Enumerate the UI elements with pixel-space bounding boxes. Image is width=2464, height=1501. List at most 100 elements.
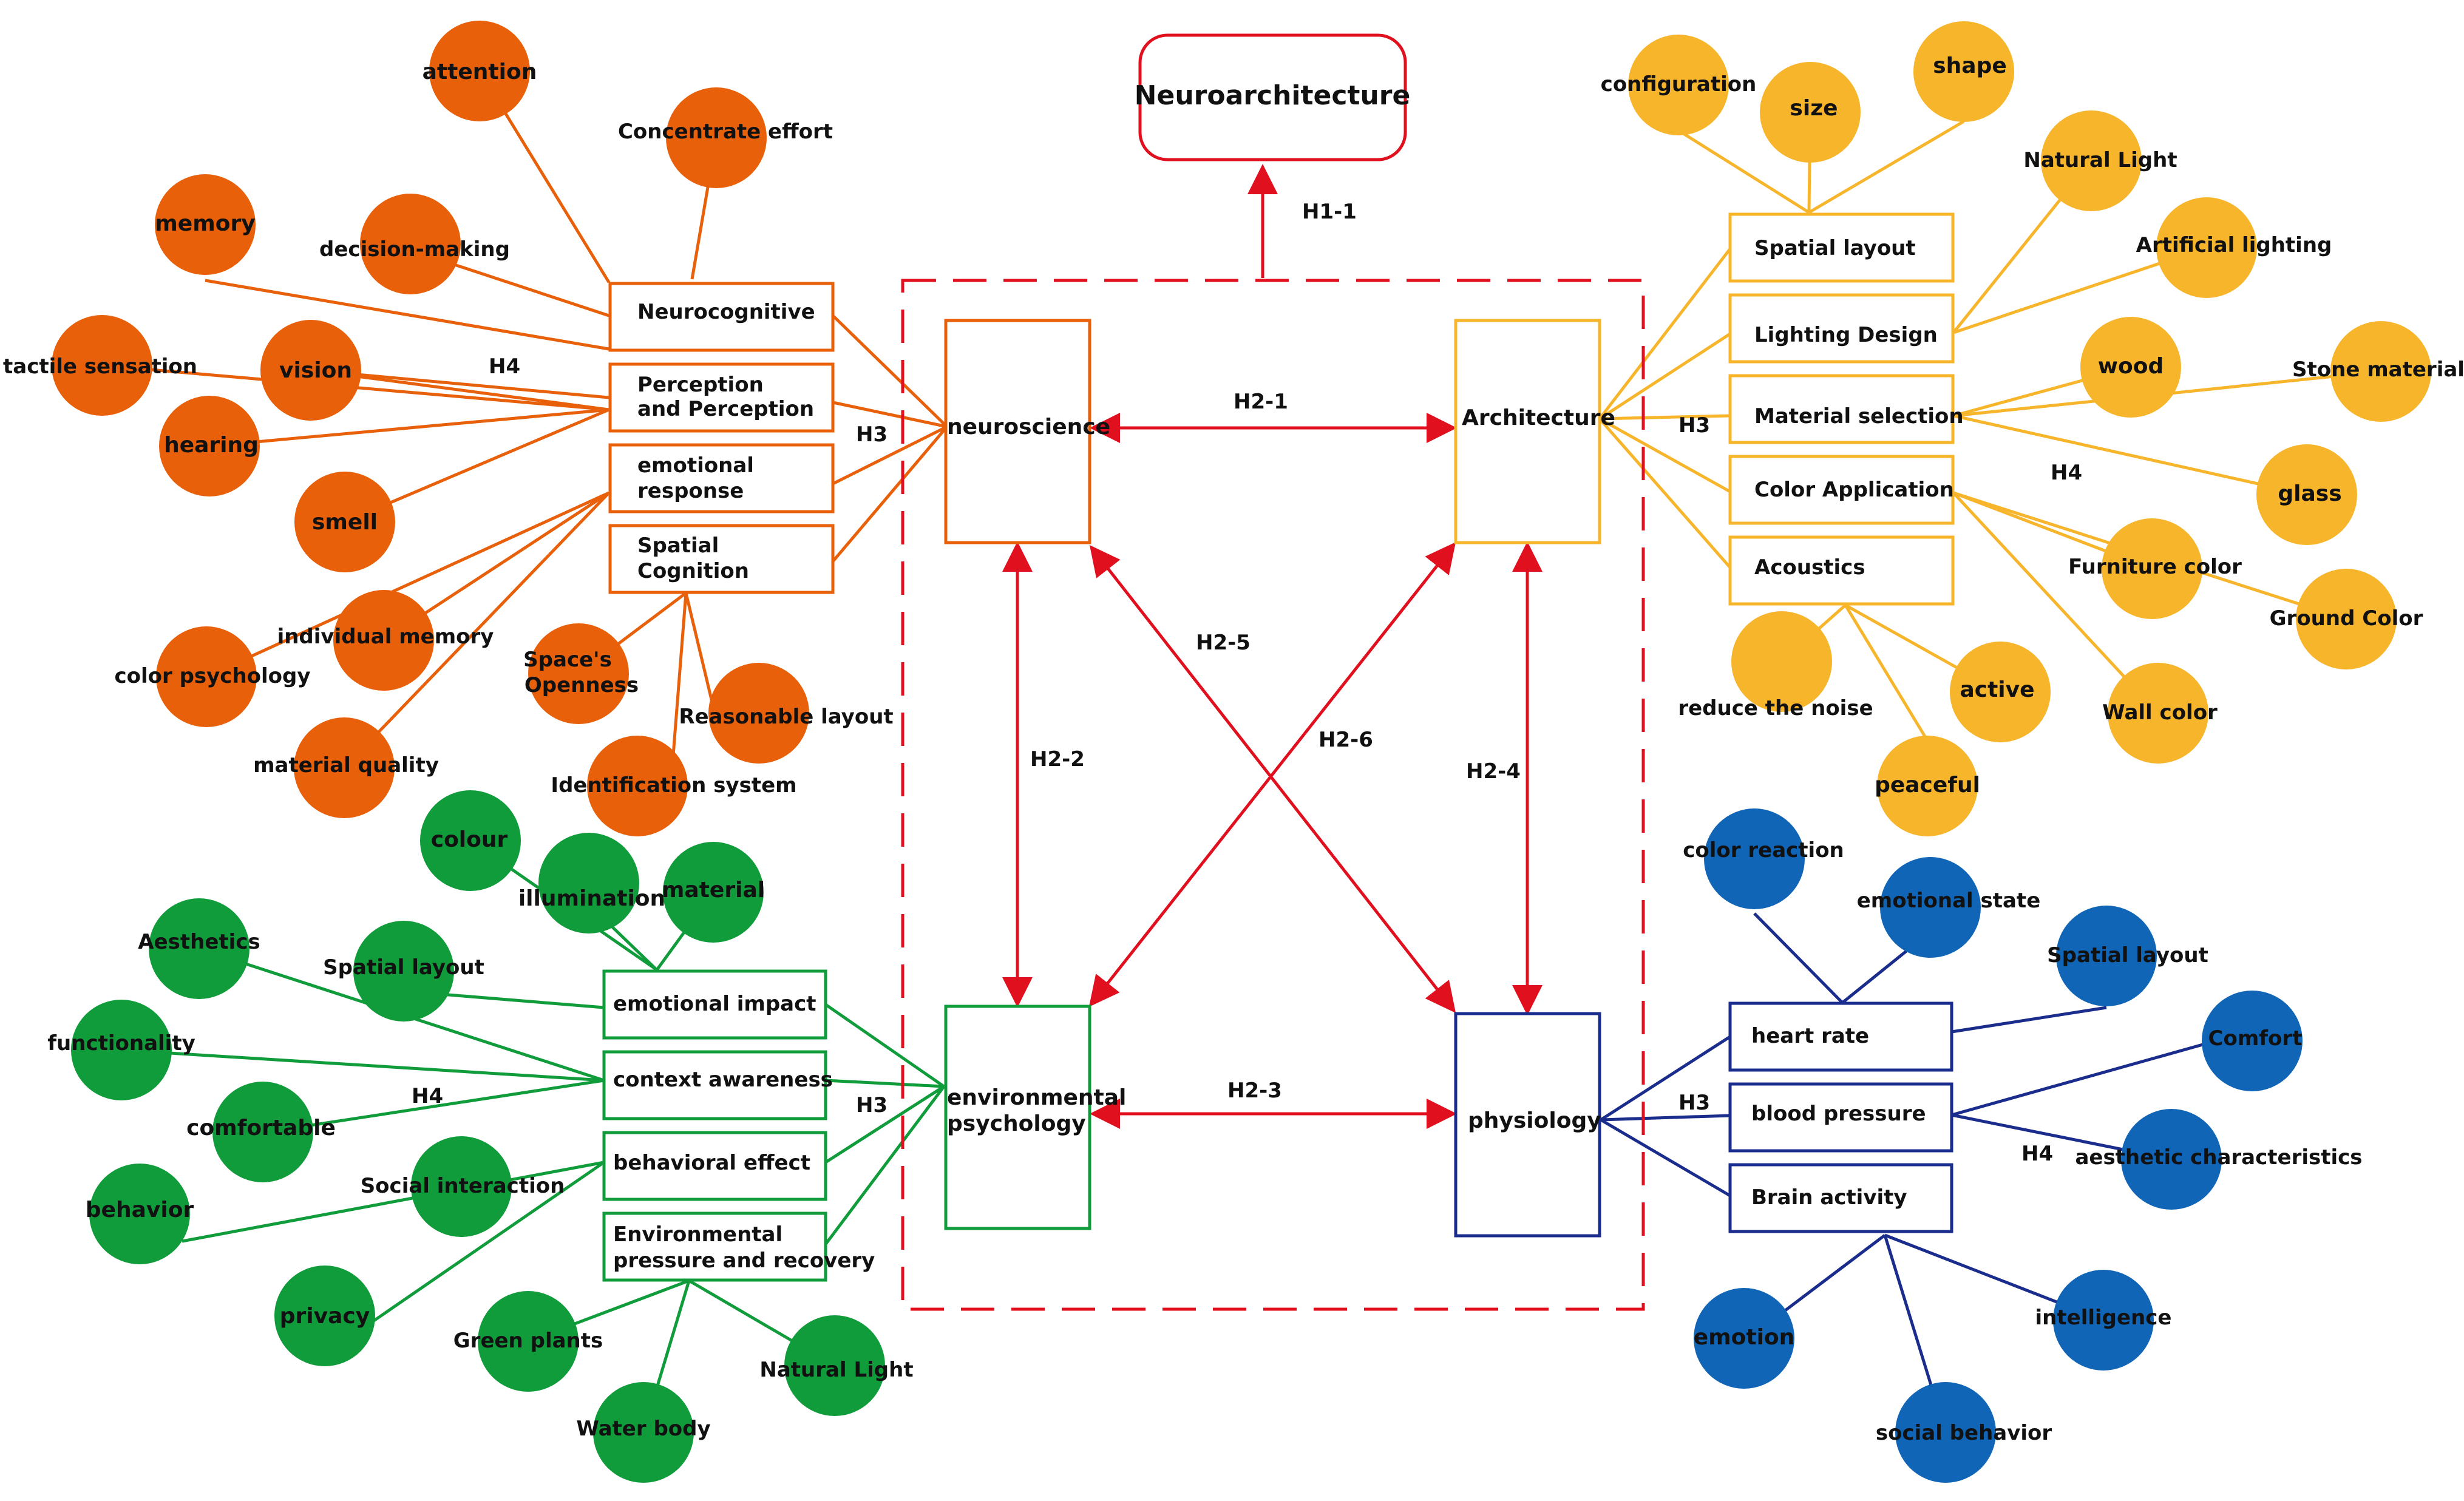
node-concentrate-effort[interactable]: Concentrate effort (618, 87, 833, 188)
label-h2-1: H2-1 (1234, 390, 1288, 414)
node-functionality[interactable]: functionality (47, 1000, 195, 1100)
node-identification-system-label: Identification system (551, 773, 796, 798)
node-behavior[interactable]: behavior (86, 1164, 194, 1264)
node-green-plants-label: Green plants (453, 1329, 603, 1353)
box-behavioral-effect[interactable]: behavioral effect (602, 1131, 827, 1201)
node-wall-color-label: Wall color (2102, 700, 2218, 725)
node-furniture-color[interactable]: Furniture color (2068, 518, 2242, 619)
node-stone-material[interactable]: Stone material (2292, 321, 2464, 422)
node-reasonable-layout[interactable]: Reasonable layout (679, 663, 894, 764)
node-aesthetic-characteristics[interactable]: aesthetic characteristics (2075, 1109, 2363, 1210)
box-blood-pressure[interactable]: blood pressure (1728, 1082, 1953, 1153)
node-water-body-label: Water body (576, 1417, 710, 1441)
node-wall-color[interactable]: Wall color (2102, 663, 2218, 764)
node-behavior-label: behavior (86, 1198, 194, 1222)
node-smell[interactable]: smell (294, 472, 395, 572)
node-color-psychology[interactable]: color psychology (114, 626, 311, 727)
label-h2-2: H2-2 (1030, 747, 1085, 771)
node-memory[interactable]: memory (155, 174, 256, 275)
node-natural-light-arch[interactable]: Natural Light (2023, 110, 2177, 211)
node-active[interactable]: active (1950, 642, 2051, 742)
node-decision-making[interactable]: decision-making (319, 194, 510, 294)
label-h3-env: H3 (856, 1093, 888, 1117)
node-colour-label: colour (431, 827, 508, 852)
title-node[interactable]: Neuroarchitecture (1135, 33, 1411, 161)
box-behavioral-effect-label: behavioral effect (613, 1151, 810, 1175)
node-wood[interactable]: wood (2080, 317, 2181, 418)
node-aesthetic-characteristics-label: aesthetic characteristics (2075, 1145, 2362, 1170)
node-intelligence[interactable]: intelligence (2035, 1270, 2172, 1371)
node-spatial-layout-phys[interactable]: Spatial layout (2047, 906, 2208, 1006)
box-neurocognitive[interactable]: Neurocognitive (608, 282, 835, 352)
physiology-boxes: heart rate blood pressure Brain activity (1728, 1001, 1953, 1233)
core-neuroscience-label: neuroscience (947, 415, 1110, 439)
box-context-awareness[interactable]: context awareness (602, 1050, 833, 1120)
node-color-reaction[interactable]: color reaction (1683, 808, 1844, 909)
node-spatial-layout-env[interactable]: Spatial layout (323, 921, 484, 1022)
box-spatial-cognition-label-1: Spatial (637, 534, 719, 558)
node-social-behavior[interactable]: social behavior (1876, 1382, 2052, 1483)
node-hearing-label: hearing (164, 433, 259, 458)
node-intelligence-label: intelligence (2035, 1306, 2172, 1330)
box-brain-activity-label: Brain activity (1751, 1185, 1907, 1210)
node-vision[interactable]: vision (260, 320, 361, 421)
node-social-interaction[interactable]: Social interaction (361, 1136, 565, 1237)
node-green-plants[interactable]: Green plants (453, 1291, 603, 1392)
physiology-circles: color reaction emotional state Spatial l… (1683, 808, 2363, 1483)
node-material-quality[interactable]: material quality (253, 717, 439, 818)
node-furniture-color-label: Furniture color (2068, 555, 2242, 579)
box-spatial-layout-label: Spatial layout (1754, 236, 1916, 260)
node-shape[interactable]: shape (1913, 21, 2014, 122)
node-hearing[interactable]: hearing (159, 396, 260, 496)
node-colour[interactable]: colour (420, 790, 521, 891)
node-attention[interactable]: attention (423, 21, 537, 121)
label-h4-neuro: H4 (489, 354, 520, 379)
node-comfort-label: Comfort (2208, 1026, 2303, 1051)
node-natural-light-env[interactable]: Natural Light (759, 1315, 914, 1416)
node-ground-color[interactable]: Ground Color (2270, 569, 2423, 669)
label-h2-4: H2-4 (1466, 759, 1521, 784)
node-identification-system[interactable]: Identification system (551, 736, 797, 836)
core-physiology[interactable]: physiology (1454, 1012, 1601, 1238)
node-reduce-noise[interactable]: reduce the noise (1678, 611, 1873, 720)
node-emotion[interactable]: emotion (1694, 1288, 1795, 1389)
box-heart-rate[interactable]: heart rate (1728, 1001, 1953, 1072)
box-brain-activity[interactable]: Brain activity (1728, 1163, 1953, 1233)
core-architecture[interactable]: Architecture (1454, 319, 1615, 544)
node-tactile-sensation[interactable]: tactile sensation (3, 315, 197, 416)
node-ground-color-label: Ground Color (2270, 606, 2423, 631)
box-spatial-layout[interactable]: Spatial layout (1728, 212, 1955, 283)
node-emotional-state[interactable]: emotional state (1857, 857, 2041, 958)
node-illumination[interactable]: illumination (518, 833, 665, 933)
core-neuroscience[interactable]: neuroscience (944, 319, 1110, 544)
box-lighting-design[interactable]: Lighting Design (1728, 293, 1955, 364)
node-configuration[interactable]: configuration (1601, 35, 1757, 135)
node-attention-label: attention (423, 59, 537, 84)
node-size[interactable]: size (1760, 62, 1861, 163)
node-comfortable[interactable]: comfortable (186, 1082, 336, 1182)
node-social-behavior-label: social behavior (1876, 1421, 2052, 1445)
box-color-application[interactable]: Color Application (1728, 455, 1955, 525)
box-environmental-pressure-label-2: pressure and recovery (613, 1249, 875, 1273)
node-social-interaction-label: Social interaction (361, 1174, 565, 1198)
box-acoustics[interactable]: Acoustics (1728, 535, 1955, 606)
core-environmental-psychology[interactable]: environmental psychology (944, 1005, 1126, 1230)
node-material-env[interactable]: material (662, 842, 765, 943)
node-individual-memory[interactable]: individual memory (277, 590, 494, 691)
node-peaceful[interactable]: peaceful (1875, 736, 1980, 836)
node-aesthetics[interactable]: Aesthetics (138, 898, 260, 999)
box-material-selection[interactable]: Material selection (1728, 374, 1964, 444)
node-privacy[interactable]: privacy (274, 1266, 375, 1366)
box-material-selection-label: Material selection (1754, 404, 1964, 429)
node-glass[interactable]: glass (2256, 444, 2357, 545)
node-artificial-lighting[interactable]: Artificial lighting (2136, 197, 2332, 298)
diagram-title: Neuroarchitecture (1135, 80, 1411, 111)
box-emotional-impact[interactable]: emotional impact (602, 969, 827, 1040)
node-water-body[interactable]: Water body (576, 1382, 711, 1483)
node-comfort[interactable]: Comfort (2202, 991, 2303, 1091)
